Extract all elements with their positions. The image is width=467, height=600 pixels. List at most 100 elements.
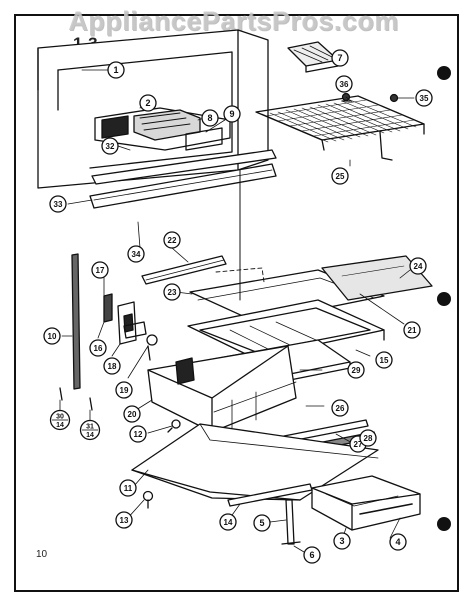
- callout-6: 6: [303, 546, 321, 564]
- callout-2: 2: [139, 94, 157, 112]
- callout-circle: [123, 405, 141, 423]
- glass-panel: [321, 255, 433, 301]
- binder-hole-top: [437, 66, 451, 80]
- callout-16: 16: [89, 339, 107, 357]
- callout-circle: [115, 381, 133, 399]
- callout-circle: [139, 94, 157, 112]
- callout-label: 20: [128, 410, 137, 419]
- callout-circle: [303, 546, 321, 564]
- callout-circle: [219, 513, 237, 531]
- callout-label: 10: [48, 332, 57, 341]
- callout-28: 28: [359, 429, 377, 447]
- callout-label: 8: [207, 113, 212, 123]
- callout-13: 13: [115, 511, 133, 529]
- callout-circle: [403, 321, 421, 339]
- callout-label: 18: [108, 362, 117, 371]
- bottom-shelf: [131, 423, 379, 501]
- callout-1: 1: [107, 61, 125, 79]
- callout-label: 28: [364, 434, 373, 443]
- callout-label-bottom: 14: [86, 432, 94, 439]
- callout-35: 35: [415, 89, 433, 107]
- callout-circle: [389, 533, 407, 551]
- support-leg: [285, 499, 295, 545]
- callout-label-top: 31: [86, 424, 94, 431]
- callout-label: 5: [259, 518, 264, 528]
- hinge-bracket: [103, 293, 113, 323]
- callout-21: 21: [403, 321, 421, 339]
- callout-9: 9: [223, 105, 241, 123]
- callout-label: 29: [352, 366, 361, 375]
- callout-4: 4: [389, 533, 407, 551]
- callout-circle: [101, 137, 119, 155]
- callout-label: 1: [113, 65, 118, 75]
- callout-circle: [127, 245, 145, 263]
- callout-circle: [115, 511, 133, 529]
- page-number: 10: [36, 549, 48, 560]
- screw-13: [142, 490, 154, 502]
- callout-5: 5: [253, 514, 271, 532]
- crisper-drawer: [147, 345, 297, 433]
- callout-17: 17: [91, 261, 109, 279]
- callout-circle: [223, 105, 241, 123]
- callout-label: 4: [395, 537, 400, 547]
- callout-label: 24: [414, 262, 423, 271]
- callout-circle: [359, 429, 377, 447]
- callout-label: 19: [120, 386, 129, 395]
- callout-circle: [335, 75, 353, 93]
- slide-rail: [227, 483, 313, 507]
- callout-label: 11: [124, 484, 133, 493]
- callout-19: 19: [115, 381, 133, 399]
- callout-label: 22: [168, 236, 177, 245]
- callout-7: 7: [331, 49, 349, 67]
- callout-label: 3: [339, 536, 344, 546]
- callout-label: 15: [380, 356, 389, 365]
- callout-circle: [89, 339, 107, 357]
- callout-33: 33: [49, 195, 67, 213]
- callout-label: 16: [94, 344, 103, 353]
- screw-12: [171, 419, 181, 429]
- callout-3: 3: [333, 532, 351, 550]
- callout-circle: [331, 399, 349, 417]
- callout-circle: [331, 49, 349, 67]
- cabinet-inner: [57, 51, 233, 169]
- egg-tray: [287, 41, 339, 67]
- callout-label: 34: [132, 250, 141, 259]
- callout-label: 35: [420, 94, 429, 103]
- callout-circle: [129, 425, 147, 443]
- callout-10: 10: [43, 327, 61, 345]
- callout-label-top: 30: [56, 414, 64, 421]
- callout-32: 32: [101, 137, 119, 155]
- callout-circle: [103, 357, 121, 375]
- small-part-35: [389, 93, 399, 103]
- callout-label: 6: [309, 550, 314, 560]
- callout-25: 25: [331, 167, 349, 185]
- callout-23: 23: [163, 283, 181, 301]
- callout-label: 9: [229, 109, 234, 119]
- callout-circle: [49, 195, 67, 213]
- callout-8: 8: [201, 109, 219, 127]
- callout-circle: [163, 283, 181, 301]
- callout-label: 36: [340, 80, 349, 89]
- callout-label: 21: [408, 326, 417, 335]
- callout-label: 13: [120, 516, 129, 525]
- dashed-guide: [215, 267, 265, 283]
- control-housing: [94, 107, 231, 151]
- callout-label: 23: [168, 288, 177, 297]
- binder-hole-middle: [437, 292, 451, 306]
- callout-label: 7: [337, 53, 342, 63]
- callout-circle: [201, 109, 219, 127]
- callout-22: 22: [163, 231, 181, 249]
- shelf-frame-upper: [189, 269, 385, 323]
- rail-33: [89, 163, 277, 209]
- rail-32: [91, 149, 277, 185]
- callout-label: 33: [54, 200, 63, 209]
- callout-36: 36: [335, 75, 353, 93]
- callout-circle: [43, 327, 61, 345]
- callout-label: 25: [336, 172, 345, 181]
- callout-circle: [253, 514, 271, 532]
- callout-11: 11: [119, 479, 137, 497]
- callout-circle: [415, 89, 433, 107]
- callout-label: 12: [134, 430, 143, 439]
